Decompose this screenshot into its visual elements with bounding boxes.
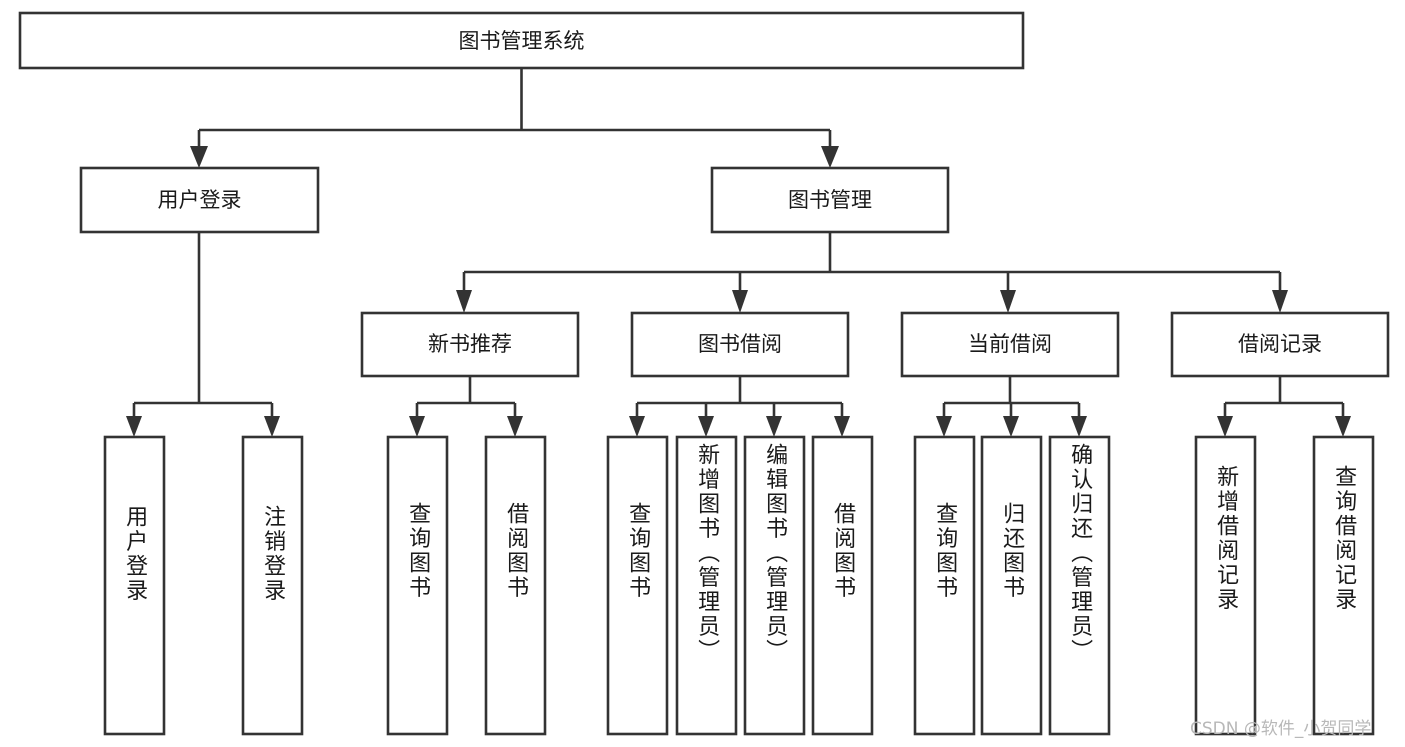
connector-root-to-level2 <box>190 68 839 168</box>
arrowhead-borrow-record <box>1272 290 1288 313</box>
arrowhead-leaf-user-login <box>126 416 142 437</box>
leaf-borrow-book-2-box[interactable] <box>811 435 874 736</box>
connector-new-book-rec-to-leaves <box>409 376 523 437</box>
arrowhead-leaf-borrow-book-1 <box>507 416 523 437</box>
node-current-borrow-box <box>900 311 1120 378</box>
node-root-box <box>18 11 1025 70</box>
node-book-borrow-label: 图书借阅 <box>698 332 782 356</box>
arrowhead-leaf-add-book <box>698 416 714 437</box>
leaf-logout-box[interactable] <box>241 435 304 736</box>
node-new-book-rec-box <box>360 311 580 378</box>
arrowhead-current-borrow <box>1000 290 1016 313</box>
leaf-edit-book-box[interactable] <box>743 435 806 736</box>
arrowhead-book-borrow <box>732 290 748 313</box>
node-current-borrow[interactable]: 当前借阅 <box>900 311 1120 378</box>
node-borrow-record-box <box>1170 311 1390 378</box>
node-book-borrow-box <box>630 311 850 378</box>
arrowhead-leaf-confirm-return <box>1071 416 1087 437</box>
leaf-return-book-box[interactable] <box>980 435 1043 736</box>
connector-book-manage-to-level3 <box>456 232 1288 313</box>
leaf-add-record-box[interactable] <box>1194 435 1257 736</box>
node-book-manage[interactable]: 图书管理 <box>710 166 950 234</box>
csdn-watermark: CSDN @软件_小贺同学 <box>1190 719 1372 739</box>
node-root-label: 图书管理系统 <box>459 29 585 53</box>
arrowhead-leaf-query-book-1 <box>409 416 425 437</box>
leaf-confirm-return-box[interactable] <box>1048 435 1111 736</box>
leaf-query-book-2-box[interactable] <box>606 435 669 736</box>
arrowhead-user-login <box>190 146 208 168</box>
leaf-user-login-box[interactable] <box>103 435 166 736</box>
arrowhead-leaf-query-record <box>1335 416 1351 437</box>
leaf-query-book-3-box[interactable] <box>913 435 976 736</box>
arrowhead-leaf-add-record <box>1217 416 1233 437</box>
node-user-login[interactable]: 用户登录 <box>79 166 320 234</box>
connector-borrow-record-to-leaves <box>1217 376 1351 437</box>
leaf-add-book-box[interactable] <box>675 435 738 736</box>
arrowhead-leaf-edit-book <box>766 416 782 437</box>
leaf-query-book-1-box[interactable] <box>386 435 449 736</box>
node-user-login-label: 用户登录 <box>158 188 242 212</box>
node-new-book-rec[interactable]: 新书推荐 <box>360 311 580 378</box>
arrowhead-leaf-query-book-2 <box>629 416 645 437</box>
node-book-manage-box <box>710 166 950 234</box>
node-root[interactable]: 图书管理系统 <box>18 11 1025 70</box>
leaf-borrow-book-1-box[interactable] <box>484 435 547 736</box>
arrowhead-leaf-query-book-3 <box>936 416 952 437</box>
node-book-borrow[interactable]: 图书借阅 <box>630 311 850 378</box>
arrowhead-leaf-return-book <box>1003 416 1019 437</box>
node-current-borrow-label: 当前借阅 <box>968 332 1052 356</box>
arrowhead-book-manage <box>821 146 839 168</box>
arrowhead-leaf-logout <box>264 416 280 437</box>
connector-current-borrow-to-leaves <box>936 376 1087 437</box>
connector-user-login-to-leaves <box>126 232 280 437</box>
arrowhead-leaf-borrow-book-2 <box>834 416 850 437</box>
node-borrow-record-label: 借阅记录 <box>1238 332 1322 356</box>
leaf-boxes <box>103 435 1375 736</box>
arrowhead-new-book-rec <box>456 290 472 313</box>
node-borrow-record[interactable]: 借阅记录 <box>1170 311 1390 378</box>
connector-book-borrow-to-leaves <box>629 376 850 437</box>
node-new-book-rec-label: 新书推荐 <box>428 332 512 356</box>
node-book-manage-label: 图书管理 <box>788 188 872 212</box>
leaf-query-record-box[interactable] <box>1312 435 1375 736</box>
